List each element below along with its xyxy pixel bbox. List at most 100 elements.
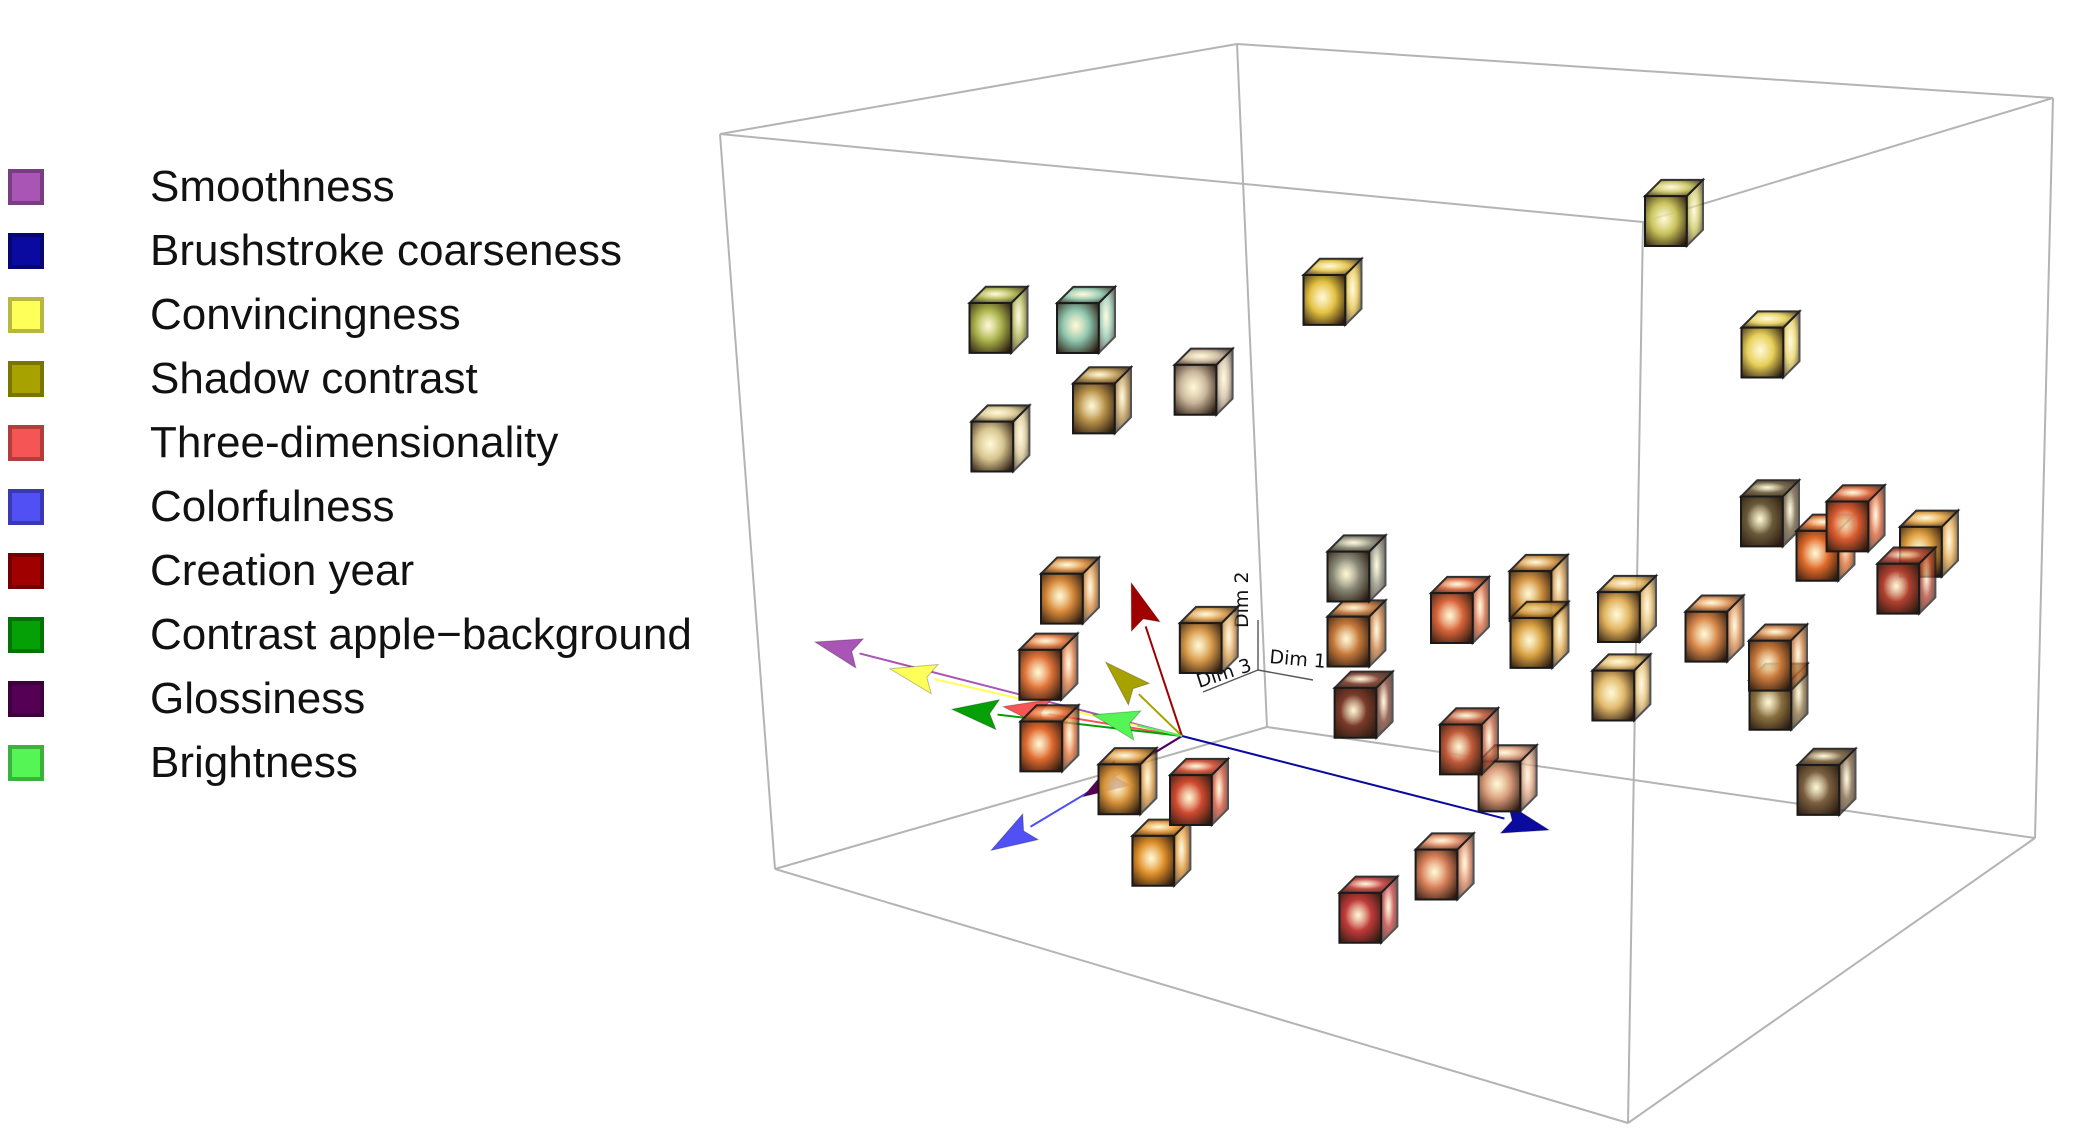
box-edge [774,726,1268,870]
legend-item: Brushstroke coarseness [8,227,748,291]
vector-head [989,812,1040,852]
vector-arrow [1091,710,1183,742]
legend-swatch [8,297,44,333]
cube-marker [1476,742,1540,814]
cube-face-front [1591,669,1636,722]
legend-swatch [8,745,44,781]
cube-face-front [1796,764,1841,816]
cube-face-front [1748,639,1792,692]
vector-head [888,663,940,695]
legend-label: Convincingness [150,290,461,339]
cube-marker [1795,746,1858,818]
cube-face-front [1430,592,1474,644]
legend-swatch [8,361,44,397]
cube-face-front [1740,495,1784,548]
vector-head [1091,710,1143,742]
dim1-axis [1257,669,1314,681]
vector-head [1130,581,1162,633]
legend-item: Three-dimensionality [8,419,748,483]
cube-marker [1739,308,1802,380]
box-edge [1236,43,2054,99]
legend-label: Three-dimensionality [150,418,559,467]
cube-marker [967,284,1030,356]
legend-label: Shadow contrast [150,354,478,403]
cube-face-front [1338,891,1383,944]
legend-item: Shadow contrast [8,355,748,419]
legend-swatch [8,169,44,205]
box-edge [1627,837,2036,1124]
cube-marker [1325,532,1388,604]
cube-face-front [1597,591,1641,643]
cube-marker [1336,874,1400,946]
legend-label: Colorfulness [150,482,395,531]
cube-marker [1683,593,1746,665]
cube-marker [1589,651,1653,723]
vector-arrow [1104,661,1183,737]
legend-swatch [8,425,44,461]
vector-head [813,638,865,670]
cube-marker [1746,622,1810,694]
box-edge [1266,726,2036,839]
cube-marker [1054,284,1118,356]
cube-marker [1508,599,1571,671]
dim3-axis [1202,669,1259,693]
vector-arrow [1130,581,1183,737]
cube-marker [1301,256,1364,328]
cube-face-front [1439,723,1483,776]
cube-face-front [1414,848,1459,901]
cube-marker [1016,631,1080,703]
cube-marker [1325,597,1388,669]
cube-face-front [1825,500,1870,553]
vector-shaft [1138,693,1183,737]
cube-face-front [1876,562,1921,615]
cube-marker [1096,745,1159,817]
cube-face-front [1684,610,1729,663]
cube-face-front [1040,572,1084,625]
cube-face-front [1019,720,1064,773]
cube-face-front [1131,834,1176,887]
cube-face-front [1018,648,1063,701]
cube-face-front [1644,195,1688,247]
legend-item: Creation year [8,547,748,611]
box-edge [719,43,1238,135]
cube-marker [1070,364,1134,436]
cube-marker [1595,573,1659,645]
cube-marker [968,402,1032,474]
cube-marker [1413,830,1477,902]
legend-item: Contrast apple−background [8,611,748,675]
legend-item: Brightness [8,739,748,803]
dim1-label: Dim 1 [1269,646,1327,673]
cube-face-front [1173,363,1218,416]
legend-swatch [8,553,44,589]
legend-swatch [8,233,44,269]
box-edge [1236,43,1268,728]
legend-label: Smoothness [150,162,395,211]
box-edge [774,868,1629,1124]
legend-label: Contrast apple−background [150,610,692,659]
legend-item: Glossiness [8,675,748,739]
cube-face-front [1302,274,1347,326]
vector-shaft [1181,735,1505,820]
vector-head [1104,661,1151,707]
cube-marker [1038,555,1102,627]
cube-face-front [1072,382,1116,435]
cube-face-front [1056,302,1100,354]
legend-swatch [8,489,44,525]
legend-label: Creation year [150,546,415,595]
cube-face-front [1326,550,1371,603]
cube-marker [1874,545,1938,617]
cube-marker [1172,346,1236,418]
cube-marker [1167,756,1231,828]
cube-marker [1017,702,1081,774]
cube-marker [1437,705,1501,777]
vector-head [950,698,1001,731]
box-edge [1642,97,2054,223]
legend-swatch [8,617,44,653]
box-edge [2034,97,2054,839]
bounding-box [719,43,2054,1124]
cube-marker [1642,177,1706,249]
cube-marker [1332,669,1396,741]
cube-face-front [968,302,1013,354]
cube-marker [1129,817,1193,889]
